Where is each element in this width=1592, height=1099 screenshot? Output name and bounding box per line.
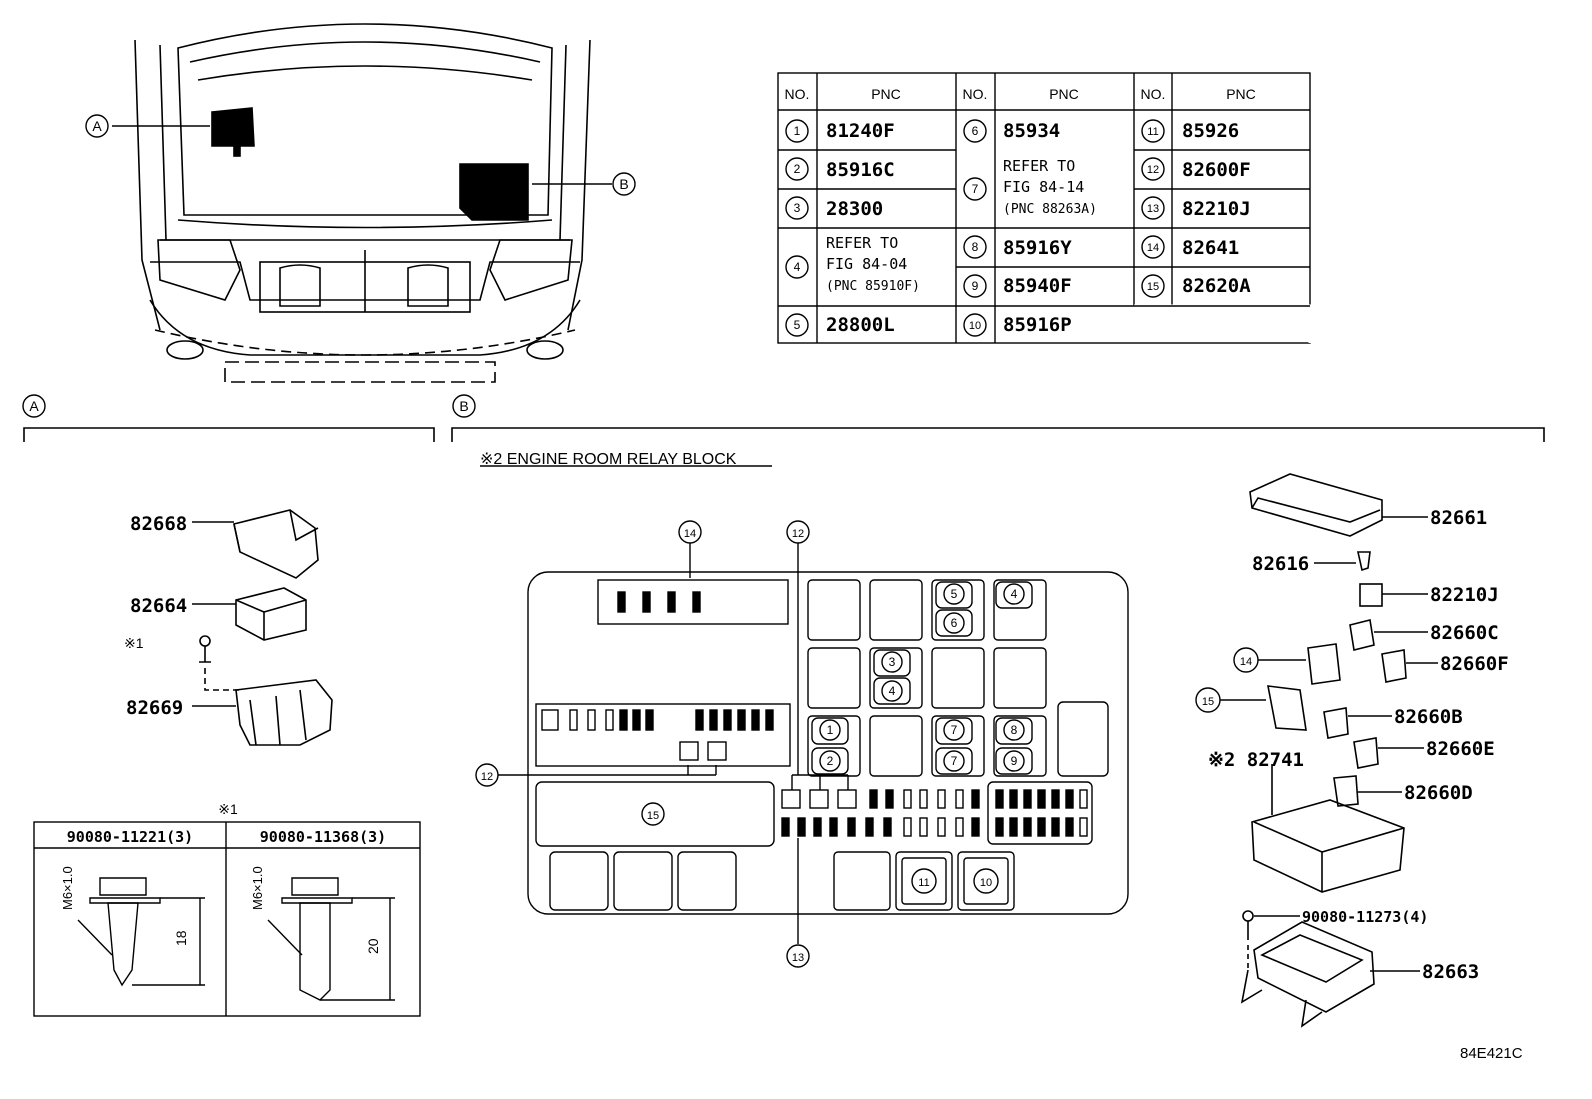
callout-circles — [22, 114, 1259, 968]
header-pnc-2: PNC — [1049, 86, 1079, 102]
note-mark: ※1 — [124, 635, 144, 651]
table-no: 14 — [1147, 242, 1159, 254]
part-number: 82668 — [130, 513, 187, 535]
bolt-length: 18 — [173, 930, 189, 946]
table-pnc: 81240F — [826, 120, 895, 142]
callout: 6 — [951, 616, 958, 630]
callout: 8 — [1011, 723, 1018, 737]
table-no: 15 — [1147, 281, 1159, 293]
table-pnc-ref: FIG 84-14 — [1003, 178, 1084, 196]
part-number: 82664 — [130, 595, 187, 617]
bolt-table — [33, 821, 421, 1017]
table-pnc: 85934 — [1003, 120, 1060, 142]
callout: 1 — [827, 723, 834, 737]
table-pnc: 85916Y — [1003, 237, 1072, 259]
section-b-label: B — [459, 398, 468, 414]
table-pnc-ref: REFER TO — [1003, 157, 1075, 175]
table-no: 4 — [794, 260, 801, 274]
callout: 13 — [792, 952, 804, 964]
table-no: 10 — [969, 320, 981, 332]
thread-spec: M6×1.0 — [250, 866, 265, 910]
callout: 12 — [481, 771, 493, 783]
callout: 15 — [1202, 696, 1214, 708]
table-no: 9 — [972, 279, 979, 293]
header-no-1: NO. — [785, 86, 810, 102]
part-number: 82660B — [1394, 706, 1463, 728]
bolt-length: 20 — [365, 938, 381, 954]
callout: 14 — [1240, 656, 1252, 668]
exploded-parts — [1220, 473, 1438, 1028]
pnc-table — [777, 72, 1312, 344]
table-pnc: 82641 — [1182, 237, 1239, 259]
table-pnc-ref: (PNC 88263A) — [1003, 202, 1097, 217]
callout: 10 — [980, 877, 992, 889]
callout: 4 — [1011, 587, 1018, 601]
header-pnc-3: PNC — [1226, 86, 1256, 102]
locator-a-label: A — [92, 118, 102, 134]
part-number: 82210J — [1430, 584, 1499, 606]
table-pnc: 85916C — [826, 159, 895, 181]
callout: 15 — [647, 810, 659, 822]
table-pnc: 28800L — [826, 314, 895, 336]
part-number: 82663 — [1422, 961, 1479, 983]
table-pnc: 82620A — [1182, 275, 1251, 297]
table-no: 13 — [1147, 203, 1159, 215]
relay-block — [498, 543, 1129, 944]
bolt-table-title: ※1 — [218, 801, 238, 817]
table-pnc-ref: (PNC 85910F) — [826, 279, 920, 294]
callout: 2 — [827, 754, 834, 768]
figure-code: 84E421C — [1460, 1045, 1523, 1062]
callout: 14 — [684, 528, 696, 540]
table-no: 1 — [794, 124, 801, 138]
callout: 11 — [918, 877, 929, 889]
part-number: 82669 — [126, 697, 183, 719]
callout: 3 — [889, 655, 896, 669]
locator-b-label: B — [619, 176, 628, 192]
table-pnc: 85916P — [1003, 314, 1072, 336]
section-a-label: A — [29, 398, 39, 414]
table-no: 6 — [972, 124, 979, 138]
callout: 5 — [951, 587, 958, 601]
bolt-column-1: 90080-11221(3) — [67, 828, 193, 846]
part-number: 82660F — [1440, 653, 1509, 675]
table-no: 2 — [794, 162, 801, 176]
part-number: 82661 — [1430, 507, 1487, 529]
part-number: 82660D — [1404, 782, 1473, 804]
table-pnc: 28300 — [826, 198, 883, 220]
table-pnc-ref: REFER TO — [826, 234, 898, 252]
table-pnc: 82210J — [1182, 198, 1251, 220]
part-number: ※2 82741 — [1208, 749, 1304, 771]
part-number: 82616 — [1252, 553, 1309, 575]
part-number: 82660E — [1426, 738, 1495, 760]
table-no: 11 — [1147, 126, 1158, 138]
table-pnc: 82600F — [1182, 159, 1251, 181]
callout: 12 — [792, 528, 804, 540]
callout: 4 — [889, 684, 896, 698]
header-no-2: NO. — [963, 86, 988, 102]
table-no: 3 — [794, 201, 801, 215]
vehicle-front-view — [112, 23, 612, 383]
callout: 7 — [951, 723, 958, 737]
table-pnc-ref: FIG 84-04 — [826, 255, 907, 273]
bolt-column-2: 90080-11368(3) — [260, 828, 386, 846]
header-pnc-1: PNC — [871, 86, 901, 102]
part-number: 90080-11273(4) — [1302, 908, 1428, 926]
section-a-parts — [192, 509, 333, 746]
table-no: 12 — [1147, 164, 1159, 176]
relay-block-title: ※2 ENGINE ROOM RELAY BLOCK — [480, 451, 737, 468]
header-no-3: NO. — [1141, 86, 1166, 102]
table-pnc: 85926 — [1182, 120, 1239, 142]
table-no: 7 — [972, 182, 979, 196]
callout: 7 — [951, 754, 958, 768]
part-number: 82660C — [1430, 622, 1499, 644]
thread-spec: M6×1.0 — [60, 866, 75, 910]
diagram-text: A B A B ※2 ENGINE ROOM RELAY BLOCK NO. P… — [29, 86, 1522, 1062]
table-pnc: 85940F — [1003, 275, 1072, 297]
table-no: 8 — [972, 240, 979, 254]
table-no: 5 — [794, 318, 801, 332]
section-frames — [23, 427, 1545, 467]
callout: 9 — [1011, 754, 1018, 768]
